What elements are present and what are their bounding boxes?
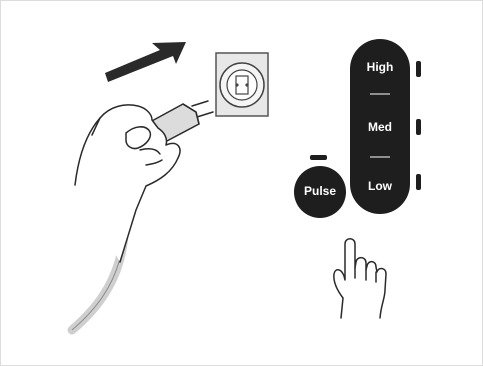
speed-low-button[interactable]: Low (352, 180, 408, 192)
hand-holding-plug-icon (75, 101, 213, 262)
pointing-hand-icon (334, 239, 386, 318)
arrow-right-up-icon (105, 42, 186, 82)
speed-med-button[interactable]: Med (352, 121, 408, 133)
pulse-button[interactable]: Pulse (289, 185, 351, 197)
speed-high-button[interactable]: High (352, 61, 408, 73)
wall-socket-icon (216, 53, 268, 116)
